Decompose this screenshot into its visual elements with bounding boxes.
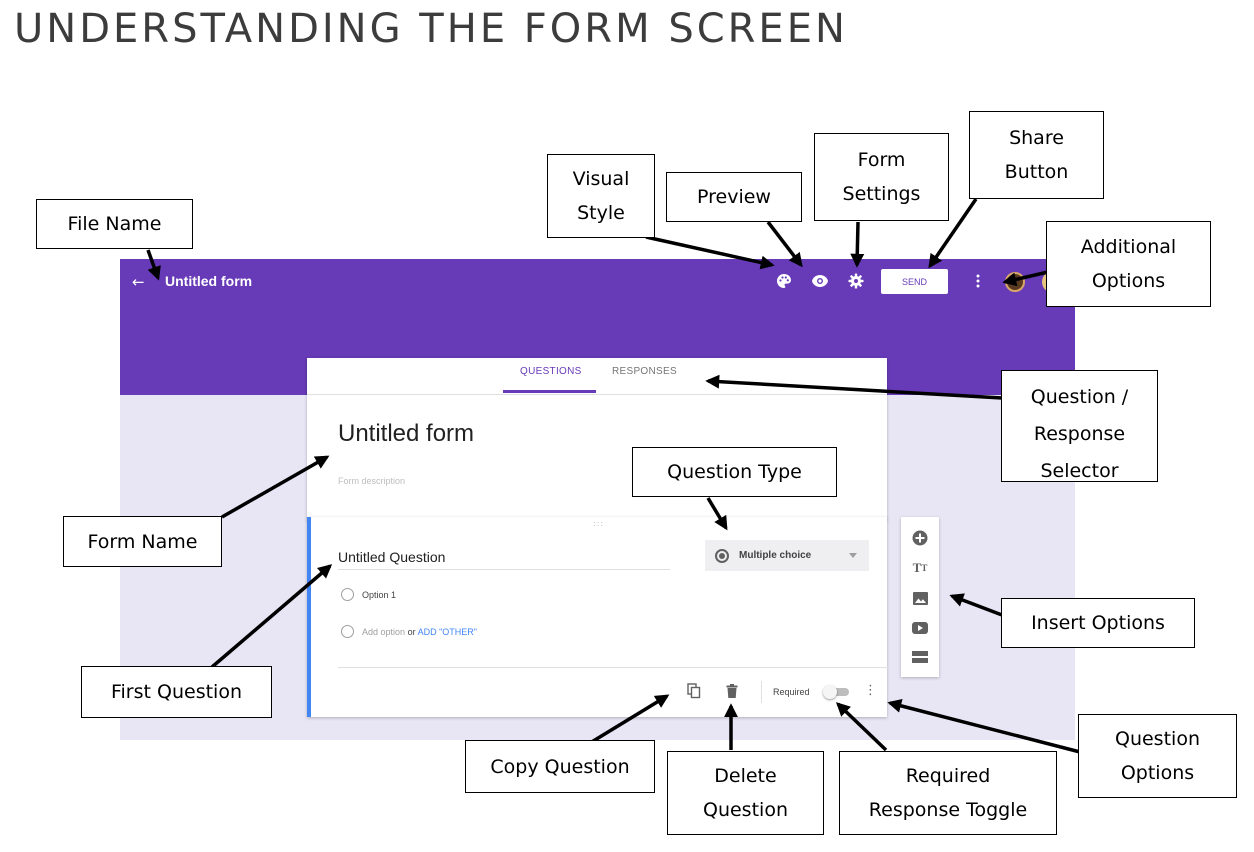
question-title-underline bbox=[338, 569, 670, 570]
question-footer-divider bbox=[338, 667, 888, 668]
more-vert-icon[interactable] bbox=[968, 271, 988, 291]
callout-text: Question Type bbox=[667, 461, 802, 483]
callout-copy-question: Copy Question bbox=[465, 740, 655, 793]
callout-text: Delete bbox=[714, 765, 777, 787]
callout-text: First Question bbox=[110, 681, 242, 703]
caret-down-icon bbox=[849, 553, 857, 558]
form-title[interactable]: Untitled form bbox=[338, 420, 475, 447]
callout-text: Settings bbox=[842, 183, 921, 205]
tab-divider bbox=[307, 394, 887, 395]
question-type-label: Multiple choice bbox=[739, 550, 812, 561]
option-radio-icon bbox=[341, 588, 354, 601]
callout-text: Visual bbox=[572, 168, 630, 190]
callout-text: Form Name bbox=[87, 530, 198, 553]
radio-button-icon bbox=[715, 548, 729, 563]
copy-icon[interactable] bbox=[686, 683, 702, 699]
toggle-track bbox=[827, 688, 849, 696]
add-option-row: Add option or ADD "OTHER" bbox=[362, 627, 477, 637]
callout-text: File Name bbox=[67, 213, 162, 235]
callout-text: Selector bbox=[1040, 460, 1119, 482]
callout-text: Insert Options bbox=[1031, 612, 1165, 634]
callout-text: Response Toggle bbox=[868, 799, 1028, 821]
callout-file-name: File Name bbox=[36, 199, 193, 249]
required-label: Required bbox=[773, 687, 810, 697]
callout-text: Question bbox=[703, 799, 788, 821]
send-button[interactable]: SEND bbox=[881, 269, 948, 294]
eye-icon[interactable] bbox=[810, 271, 830, 291]
question-more-icon[interactable]: ⋮ bbox=[864, 683, 877, 698]
question-title[interactable]: Untitled Question bbox=[338, 549, 446, 565]
callout-question-type: Question Type bbox=[632, 447, 837, 497]
or-text: or bbox=[407, 627, 416, 637]
callout-text: Options bbox=[1091, 270, 1166, 292]
add-option-link[interactable]: Add option bbox=[362, 627, 406, 637]
question-type-dropdown[interactable]: Multiple choice bbox=[705, 540, 869, 571]
drag-handle-icon[interactable]: ::: bbox=[593, 519, 605, 528]
add-option-radio-icon bbox=[341, 625, 354, 638]
gear-icon[interactable] bbox=[846, 271, 866, 291]
callout-text: Style bbox=[577, 202, 625, 224]
callout-text: Required bbox=[905, 765, 991, 787]
palette-icon[interactable] bbox=[774, 271, 794, 291]
callout-text: Question / bbox=[1030, 386, 1129, 408]
video-icon[interactable] bbox=[911, 619, 929, 637]
avatar[interactable] bbox=[1005, 272, 1025, 292]
file-name[interactable]: Untitled form bbox=[165, 273, 253, 289]
trash-icon[interactable] bbox=[724, 683, 740, 699]
callout-text: Question bbox=[1115, 728, 1200, 750]
tab-questions[interactable]: QUESTIONS bbox=[520, 366, 582, 377]
image-icon[interactable] bbox=[911, 589, 929, 607]
plus-circle-icon[interactable] bbox=[911, 529, 929, 547]
required-toggle[interactable] bbox=[823, 685, 853, 699]
callout-text: Preview bbox=[697, 186, 771, 208]
callout-text: Response bbox=[1033, 423, 1126, 445]
option-label[interactable]: Option 1 bbox=[362, 590, 397, 600]
callout-first-question: First Question bbox=[81, 666, 272, 718]
callout-text: Additional bbox=[1080, 236, 1177, 258]
tab-responses[interactable]: RESPONSES bbox=[612, 366, 677, 377]
callout-text: Share bbox=[1009, 127, 1064, 149]
back-arrow-icon[interactable]: ← bbox=[132, 273, 145, 291]
callout-form-name: Form Name bbox=[63, 516, 222, 567]
tab-active-indicator bbox=[503, 390, 596, 393]
callout-text: Form bbox=[857, 149, 906, 171]
page-title: UNDERSTANDING THE FORM SCREEN bbox=[14, 6, 848, 52]
callout-insert-options: Insert Options bbox=[1001, 598, 1195, 648]
callout-preview: Preview bbox=[666, 172, 802, 222]
add-other-link[interactable]: ADD "OTHER" bbox=[417, 627, 477, 637]
question-card[interactable]: ::: Untitled Question Multiple choice Op… bbox=[307, 517, 888, 717]
toggle-knob bbox=[823, 685, 837, 699]
callout-text: Button bbox=[1004, 161, 1069, 183]
section-icon[interactable] bbox=[911, 648, 929, 666]
callout-text: Options bbox=[1120, 762, 1195, 784]
form-description-field[interactable]: Form description bbox=[338, 476, 406, 486]
callout-text: Copy Question bbox=[490, 755, 630, 778]
footer-separator bbox=[761, 681, 762, 703]
